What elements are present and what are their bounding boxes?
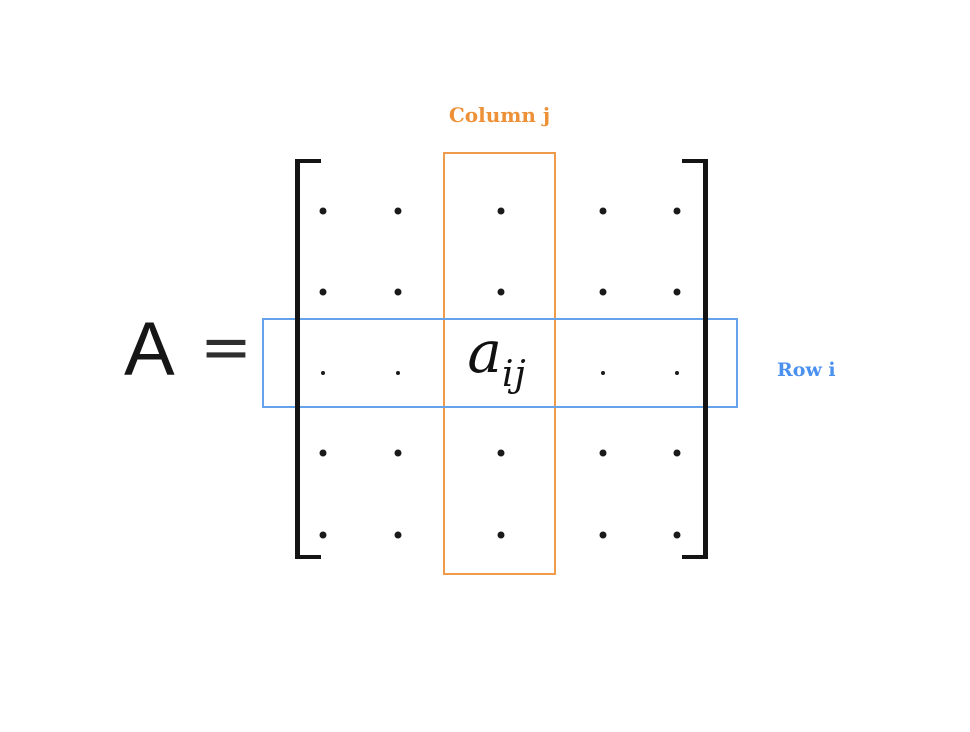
matrix-dot xyxy=(673,288,681,296)
matrix-dot xyxy=(319,288,327,296)
matrix-dot xyxy=(394,207,402,215)
column-highlight-box xyxy=(443,152,556,575)
matrix-dot xyxy=(396,371,400,375)
matrix-dot xyxy=(599,449,607,457)
matrix-dot xyxy=(497,449,505,457)
element-subscript: ij xyxy=(501,354,527,396)
matrix-dot xyxy=(599,207,607,215)
matrix-dot xyxy=(497,207,505,215)
right-bracket xyxy=(682,159,708,559)
matrix-dot xyxy=(319,449,327,457)
column-label: Column j xyxy=(448,103,551,127)
matrix-dot xyxy=(394,449,402,457)
matrix-dot xyxy=(601,371,605,375)
matrix-dot xyxy=(394,288,402,296)
matrix-dot xyxy=(321,371,325,375)
matrix-dot xyxy=(497,288,505,296)
matrix-name: A xyxy=(124,307,175,392)
row-highlight-box xyxy=(262,318,738,408)
matrix-dot xyxy=(673,449,681,457)
matrix-dot xyxy=(319,531,327,539)
matrix-dot xyxy=(394,531,402,539)
matrix-dot xyxy=(319,207,327,215)
matrix-dot xyxy=(673,531,681,539)
equals-sign: = xyxy=(200,310,252,383)
element-base: a xyxy=(467,318,502,387)
row-label: Row i xyxy=(777,359,836,381)
matrix-dot xyxy=(497,531,505,539)
left-bracket xyxy=(295,159,321,559)
matrix-dot xyxy=(673,207,681,215)
matrix-element-aij: aij xyxy=(467,323,526,393)
matrix-dot xyxy=(599,531,607,539)
matrix-dot xyxy=(675,371,679,375)
matrix-dot xyxy=(599,288,607,296)
